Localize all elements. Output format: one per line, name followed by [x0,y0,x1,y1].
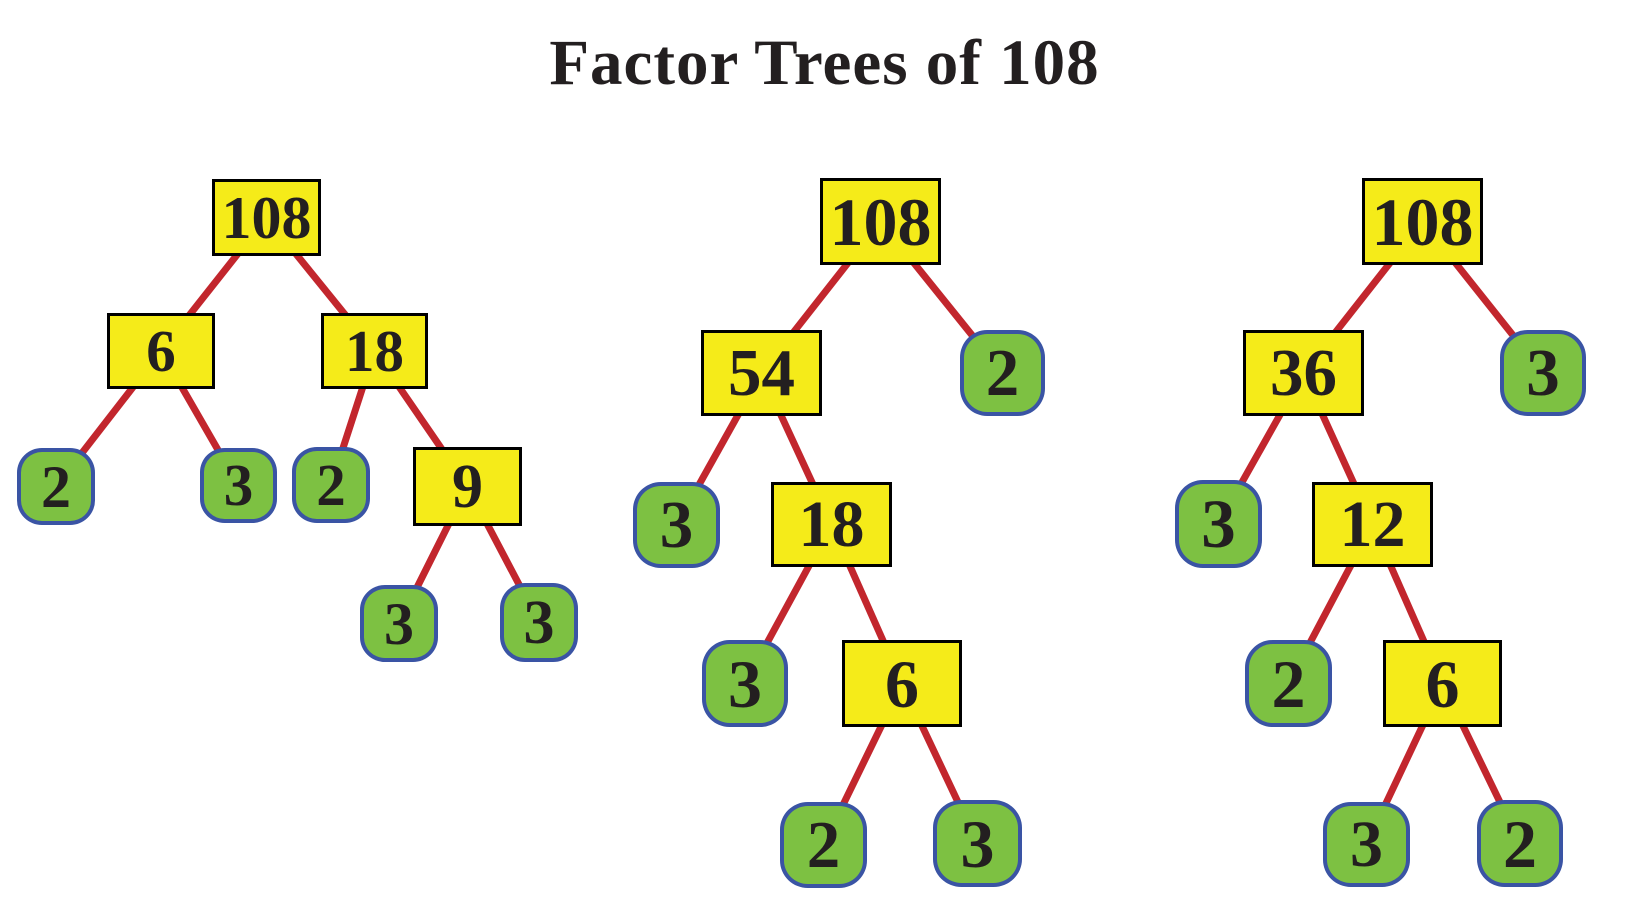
composite-node-9: 9 [413,447,522,526]
prime-node-2: 2 [17,448,95,525]
prime-node-3: 3 [1175,480,1262,568]
prime-node-3: 3 [360,585,438,662]
composite-node-12: 12 [1312,482,1433,567]
prime-node-2: 2 [960,330,1045,416]
composite-node-54: 54 [701,330,822,416]
composite-node-108: 108 [212,179,321,256]
composite-node-18: 18 [771,482,892,567]
prime-node-3: 3 [500,583,578,662]
prime-node-2: 2 [780,802,867,888]
composite-node-108: 108 [820,178,941,265]
composite-node-6: 6 [842,640,962,727]
composite-node-6: 6 [1383,640,1502,727]
prime-node-2: 2 [292,447,370,523]
prime-node-3: 3 [1500,330,1586,416]
prime-node-3: 3 [933,800,1022,887]
composite-node-18: 18 [321,313,428,389]
prime-node-2: 2 [1477,800,1563,887]
composite-node-108: 108 [1362,178,1483,265]
composite-node-6: 6 [107,313,215,389]
page-title: Factor Trees of 108 [549,27,1100,99]
prime-node-3: 3 [702,640,788,727]
prime-node-3: 3 [1323,802,1410,887]
prime-node-2: 2 [1245,640,1332,727]
prime-node-3: 3 [633,482,720,568]
composite-node-36: 36 [1243,330,1364,416]
prime-node-3: 3 [200,448,277,523]
